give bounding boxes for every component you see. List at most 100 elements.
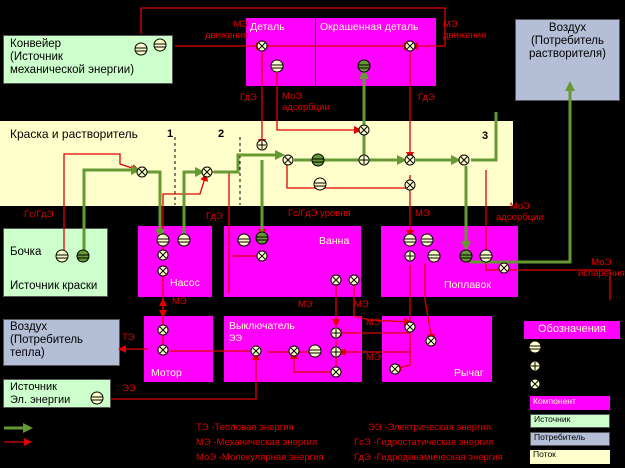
zone-3-label: 3 xyxy=(482,130,489,142)
x-node xyxy=(256,250,268,262)
x-node xyxy=(288,345,300,357)
barrel-subtitle: Источник краски xyxy=(10,280,98,292)
legend-consumer-box: Потребитель xyxy=(530,432,610,446)
me-switch-b-label: МЭ xyxy=(354,299,369,310)
line-bath-pump xyxy=(206,171,230,293)
motor-label: Мотор xyxy=(151,367,182,379)
x-node xyxy=(157,249,169,261)
plus-node xyxy=(330,346,342,358)
flow-barrel-up xyxy=(82,165,141,256)
pile-node xyxy=(153,38,167,52)
note-me: МЭ -Механическая энергия xyxy=(196,437,318,448)
conveyor-label: Конвейер (Источник механической энергии) xyxy=(10,38,135,77)
zone-2-label: 2 xyxy=(218,128,225,140)
energy-lines xyxy=(63,7,611,400)
legend-component-label: Компонент xyxy=(533,396,576,406)
flow-g xyxy=(471,112,498,162)
plus-node xyxy=(404,250,416,262)
flow-a xyxy=(146,170,165,239)
me-switch-d-label: МЭ xyxy=(366,352,381,363)
line-pump-up xyxy=(162,173,209,260)
pile-node xyxy=(177,233,191,247)
detail-label: Деталь xyxy=(250,21,285,33)
legend-pile-symbol xyxy=(528,340,542,354)
x-node xyxy=(404,179,416,191)
legend-title: Обозначения xyxy=(538,323,606,335)
moe-ads-right-label: МоЭ адсорбции xyxy=(496,201,544,223)
pump-label: Насос xyxy=(170,277,200,289)
x-node xyxy=(201,166,213,178)
paint-flow-label: Краска и растворитель xyxy=(10,127,138,141)
me-switch-c-label: МЭ xyxy=(366,317,381,328)
legend-source-label: Источник xyxy=(534,414,571,424)
pile-node xyxy=(270,59,284,73)
air-heat-label: Воздух (Потребитель тепла) xyxy=(10,321,84,360)
gs-gde-label: Гс/ГдЭ xyxy=(24,209,54,220)
detail-component xyxy=(246,18,436,86)
x-node xyxy=(330,274,342,286)
pile-nodes xyxy=(55,38,493,405)
note-te: ТЭ -Тепловая энергия xyxy=(196,422,294,433)
me-pump-label: МЭ xyxy=(172,296,187,307)
legend-flow-box: Поток xyxy=(530,449,610,464)
legend-symbols xyxy=(528,340,542,390)
gde-left-label: ГдЭ xyxy=(240,92,257,103)
pile-node xyxy=(76,249,90,263)
plus-node xyxy=(358,154,370,166)
x-node xyxy=(498,262,510,274)
legend-plus-symbol xyxy=(529,360,541,372)
x-nodes xyxy=(136,40,510,378)
legend-flow-label: Поток xyxy=(533,449,556,459)
air-solvent-label: Воздух (Потребитель растворителя) xyxy=(529,22,606,61)
line-lever-left xyxy=(393,265,411,372)
me-move-left-label: МЭ движения xyxy=(205,19,249,41)
pile-node xyxy=(90,391,104,405)
pile-node xyxy=(403,233,417,247)
pile-node xyxy=(255,231,269,245)
pile-node xyxy=(55,249,69,263)
note-gse: ГсЭ -Гидростатическая энергия xyxy=(354,437,494,448)
pile-node xyxy=(156,233,170,247)
plus-nodes xyxy=(256,139,416,358)
line-ee xyxy=(111,352,260,400)
legend-component-box: Компонент xyxy=(530,396,610,410)
lever-label: Рычаг xyxy=(454,367,484,379)
moe-ads-top-label: МоЭ адсорбции xyxy=(282,91,330,113)
line-top-loop xyxy=(140,7,446,50)
conveyor-source: Конвейер (Источник механической энергии) xyxy=(3,35,173,84)
x-node xyxy=(256,40,268,52)
x-node xyxy=(157,265,169,277)
x-node xyxy=(458,154,470,166)
legend-source-box: Источник xyxy=(530,414,610,428)
me-move-right-label: МЭ движения xyxy=(443,19,487,41)
me-mid-label: МЭ xyxy=(415,208,430,219)
x-node xyxy=(425,335,437,347)
x-node xyxy=(404,40,416,52)
zone-1-label: 1 xyxy=(167,128,174,140)
gs-gde-level-label: Гс/ГдЭ уровня xyxy=(288,208,351,219)
pile-node xyxy=(357,59,371,73)
line-moe-ads xyxy=(276,72,362,134)
float-label: Поплавок xyxy=(444,279,491,291)
pump-component xyxy=(138,226,212,297)
switch-sublabel: ЭЭ xyxy=(229,333,242,343)
legend-x-symbol xyxy=(529,378,541,390)
x-node xyxy=(282,154,294,166)
line-float-right xyxy=(504,269,611,300)
pile-node xyxy=(479,249,493,263)
legend-title-box: Обозначения xyxy=(524,321,620,339)
line-float-lever xyxy=(424,263,435,342)
material-lines xyxy=(82,69,575,264)
te-label: ТЭ xyxy=(122,332,135,343)
x-node xyxy=(157,324,169,336)
note-moe: МоЭ -Молекулярная энергия xyxy=(196,452,324,463)
flow-i xyxy=(470,81,575,264)
barrel-title: Бочка xyxy=(10,246,42,258)
x-node xyxy=(330,366,342,378)
plus-node xyxy=(256,139,268,151)
x-node xyxy=(389,363,401,375)
plus-node xyxy=(330,327,342,339)
note-gde: ГдЭ -Гидродинамическая энергия xyxy=(354,452,503,463)
flow-c xyxy=(214,150,285,174)
